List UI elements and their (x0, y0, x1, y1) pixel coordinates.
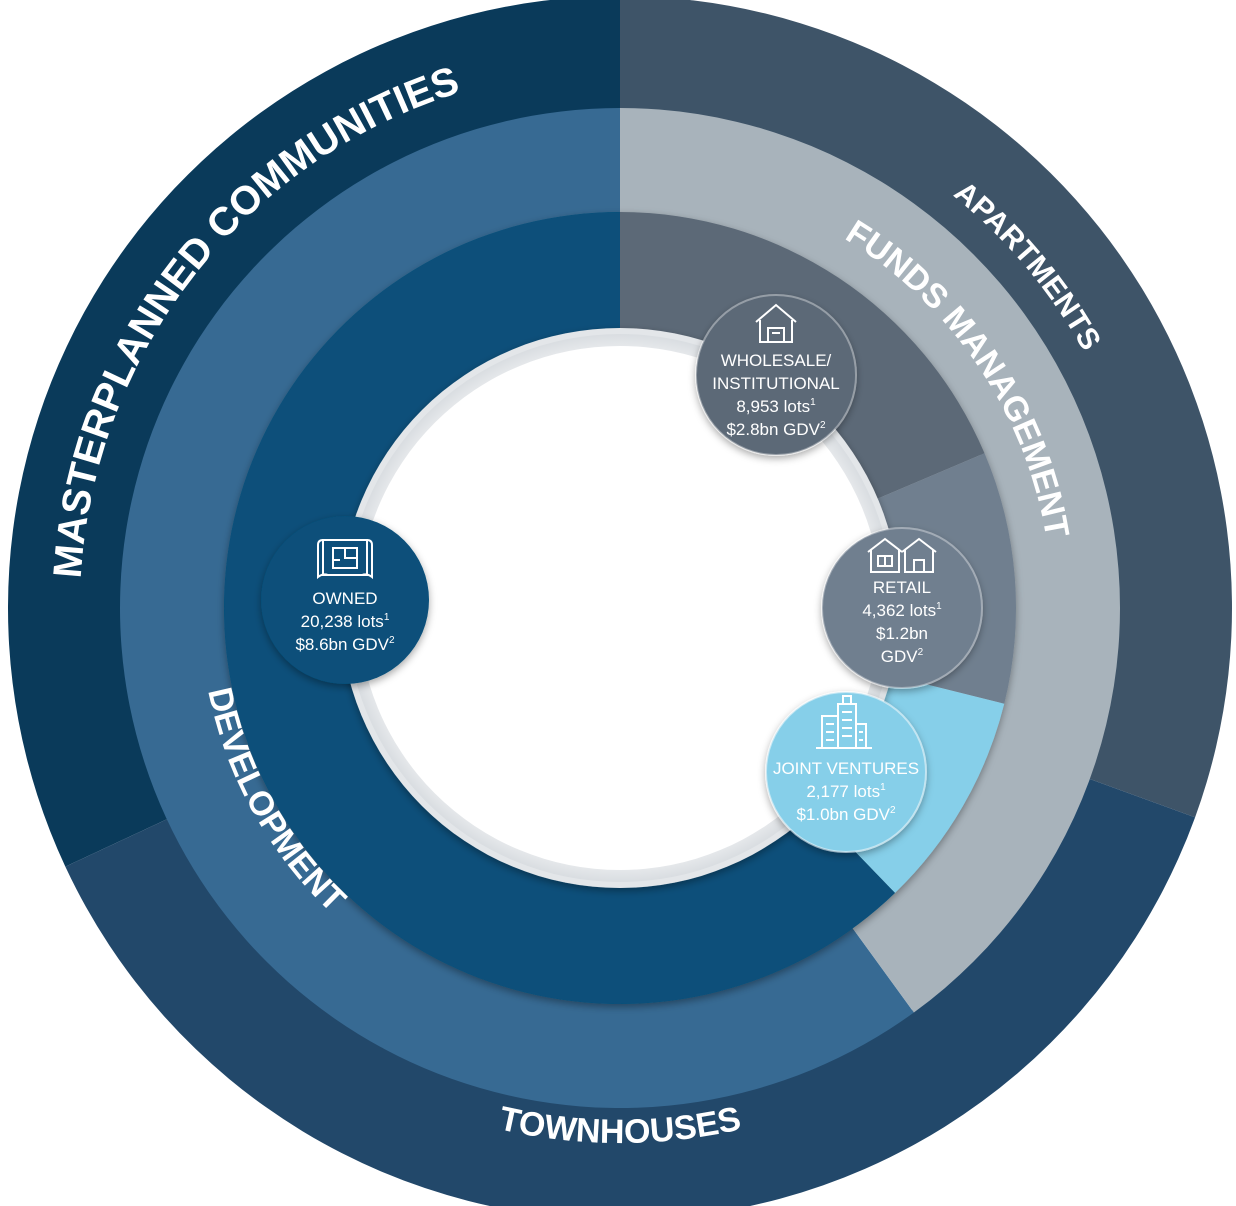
outer-segment-masterplanned (8, 0, 620, 867)
center-disc (340, 328, 900, 888)
middle-ring (120, 108, 1120, 1109)
middle-segment-development (120, 108, 914, 1109)
outer-segment-apartments (620, 0, 1232, 818)
jv-lots: 2,177 lots1 (806, 782, 886, 801)
owned-title: OWNED (312, 589, 377, 608)
building-icon (816, 695, 872, 749)
wholesale-lots: 8,953 lots1 (736, 397, 816, 416)
retail-lots: 4,362 lots1 (862, 601, 942, 620)
middle-segment-funds-management (620, 108, 1120, 1013)
outer-segment-townhouses (65, 777, 1196, 1206)
bubble-wholesale: WHOLESALE/ INSTITUTIONAL 8,953 lots1 $2.… (695, 294, 857, 456)
owned-gdv: $8.6bn GDV2 (295, 635, 395, 654)
retail-gdv-line1: $1.2bn (876, 624, 928, 643)
owned-lots: 20,238 lots1 (301, 612, 390, 631)
wholesale-title-line2: INSTITUTIONAL (712, 374, 840, 393)
inner-segment-owned (224, 212, 896, 1004)
bubble-owned: OWNED 20,238 lots1 $8.6bn GDV2 (261, 516, 429, 684)
wholesale-title-line1: WHOLESALE/ (721, 351, 832, 370)
houses-icon (867, 537, 937, 573)
wholesale-gdv: $2.8bn GDV2 (726, 420, 826, 439)
house-icon (755, 303, 797, 343)
blueprint-icon (317, 539, 373, 580)
bubble-joint-ventures: JOINT VENTURES 2,177 lots1 $1.0bn GDV2 (765, 691, 927, 853)
jv-title: JOINT VENTURES (773, 759, 919, 778)
jv-gdv: $1.0bn GDV2 (796, 805, 896, 824)
outer-ring (8, 0, 1232, 1206)
bubble-retail: RETAIL 4,362 lots1 $1.2bn GDV2 (821, 527, 983, 689)
retail-gdv-line2: GDV2 (881, 647, 924, 666)
retail-title: RETAIL (873, 578, 931, 597)
